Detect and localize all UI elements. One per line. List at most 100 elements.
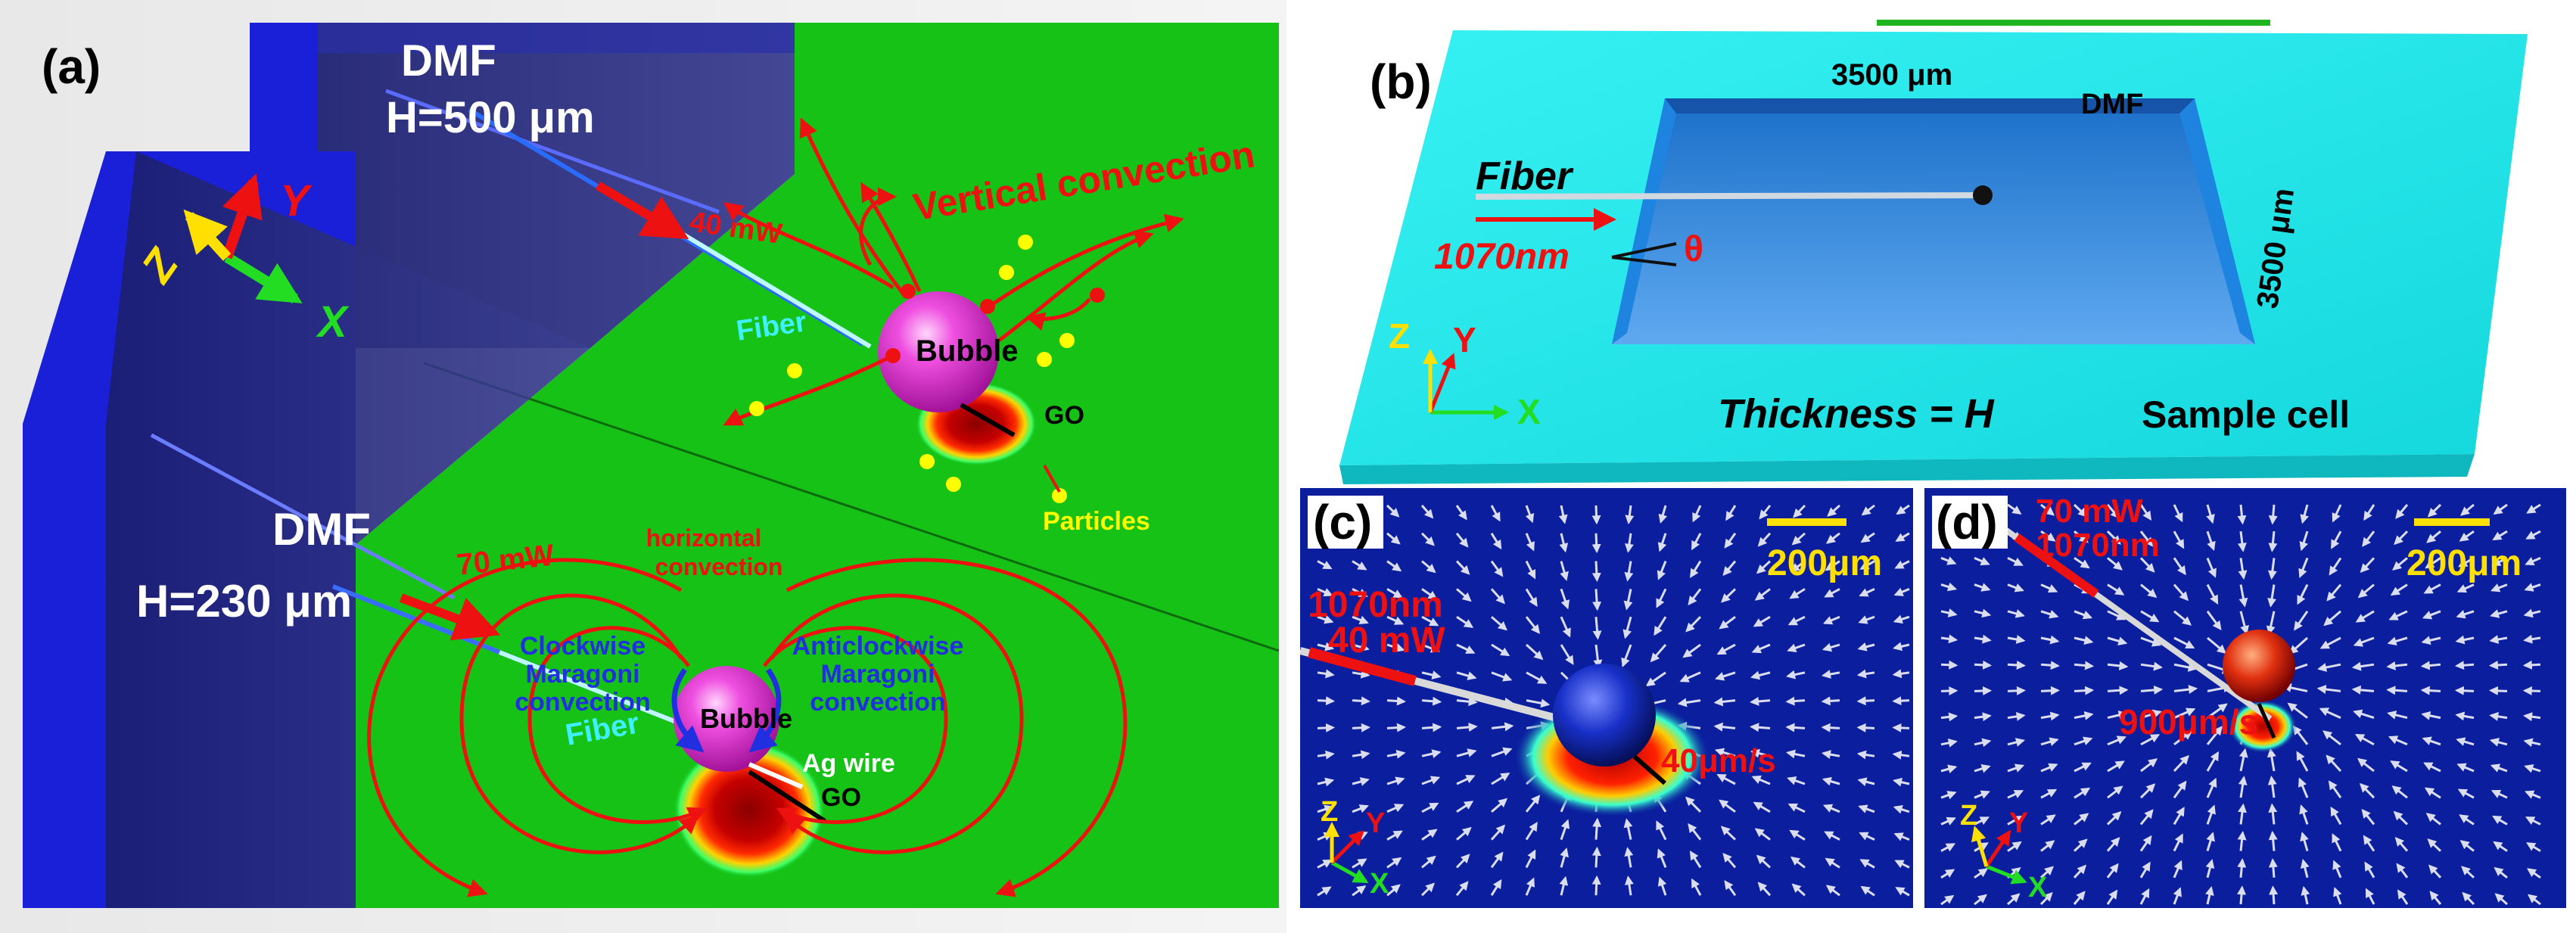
velocity-vector [1822,642,1840,652]
velocity-vector [1822,670,1840,679]
velocity-vector [2426,530,2441,543]
velocity-vector [1893,777,1910,787]
velocity-vector [1421,643,1441,653]
velocity-vector [1386,504,1400,518]
upper-dmf-height: H=500 μm [386,93,595,142]
velocity-vector [1894,560,1910,569]
velocity-vector [1456,643,1476,654]
velocity-vector [1421,749,1442,758]
velocity-vector [2301,885,2310,905]
velocity-vector [1715,671,1736,681]
velocity-vector [2007,738,2026,747]
velocity-vector [1491,616,1507,631]
velocity-vector [2039,866,2055,879]
upper-particles [749,235,1075,503]
velocity-vector [1490,879,1502,896]
fiber-end-point [1973,185,1993,205]
velocity-vector [1420,532,1435,546]
velocity-vector [1786,749,1806,759]
velocity-vector [1750,670,1771,680]
velocity-vector [1491,747,1513,757]
velocity-vector [2459,840,2475,852]
velocity-vector [1623,818,1633,840]
anticlockwise-label-2: Maragoni [820,660,935,689]
velocity-vector [2429,891,2442,905]
velocity-vector [2007,557,2024,566]
velocity-vector [2074,813,2089,826]
velocity-vector [2139,809,2154,826]
velocity-vector [1856,669,1875,679]
velocity-vector [2207,636,2226,654]
velocity-vector [2074,711,2094,720]
upper-laser-arrow [595,181,689,240]
velocity-vector [1825,857,1840,869]
velocity-vector [2206,777,2217,798]
velocity-vector [1894,860,1910,869]
velocity-vector [1790,856,1806,869]
velocity-vector [2522,660,2541,670]
velocity-vector [1490,533,1502,550]
velocity-vector [1759,505,1772,520]
velocity-vector [2390,583,2408,596]
velocity-vector [2238,558,2248,580]
horizontal-label-2: convection [655,553,783,580]
velocity-vector [2390,760,2408,773]
velocity-vector [2107,610,2126,620]
velocity-vector [2424,787,2441,799]
velocity-vector [1827,504,1840,517]
velocity-vector [1645,671,1666,687]
velocity-vector [2269,885,2279,905]
velocity-vector [1624,875,1634,896]
velocity-vector [2007,660,2026,670]
velocity-vector [1750,696,1771,706]
velocity-vector [1821,723,1840,732]
velocity-vector [1720,826,1737,841]
x-axis-arrow-c [1330,860,1369,884]
y-axis-label-b: Y [1453,320,1476,359]
velocity-vector [1893,804,1910,814]
velocity-vector [2205,859,2215,879]
velocity-vector [2173,708,2196,719]
velocity-vector [2139,783,2156,799]
velocity-vector [1591,846,1601,868]
y-axis-arrow-d [1984,829,2011,868]
velocity-vector [1490,851,1504,869]
velocity-vector [2239,611,2249,636]
velocity-vector [2525,557,2541,566]
panel-a-label: (a) [42,39,101,94]
velocity-vector [2489,711,2508,721]
velocity-vector [1856,750,1875,760]
velocity-vector [2173,833,2183,852]
velocity-vector [1858,804,1875,813]
velocity-vector [1860,532,1875,543]
velocity-vector [2460,503,2475,516]
velocity-vector [2355,610,2375,623]
x-axis-label-c: X [1370,868,1389,900]
velocity-vector [1525,849,1536,869]
axes-b: X Y Z [1389,316,1541,431]
velocity-vector [1974,738,1992,748]
anticlockwise-maragoni-arrow [748,667,782,753]
wire-d [2257,702,2276,739]
velocity-vectors-d [1940,503,2541,906]
velocity-vector [2140,636,2162,647]
velocity-vector [1722,560,1737,577]
velocity-vector [2425,813,2441,826]
velocity-vector [2332,504,2342,523]
velocity-vector [2073,864,2087,879]
velocity-vector [1525,588,1538,608]
step-edge [423,362,1280,652]
y-axis-label-d: Y [2009,807,2028,839]
velocity-vector [1753,615,1771,627]
velocity-vector [1317,560,1333,570]
velocity-vector [1525,616,1541,634]
velocity-vector [2074,557,2090,569]
velocity-vector [2074,686,2095,695]
velocity-vector [1756,854,1772,869]
velocity-vector [2140,709,2162,720]
velocity-label-c: 40μm/s [1661,742,1776,779]
velocity-vector [2238,584,2248,608]
velocity-vector [2139,888,2150,905]
velocity-vector [2173,685,2198,695]
velocity-vector [1789,829,1806,841]
